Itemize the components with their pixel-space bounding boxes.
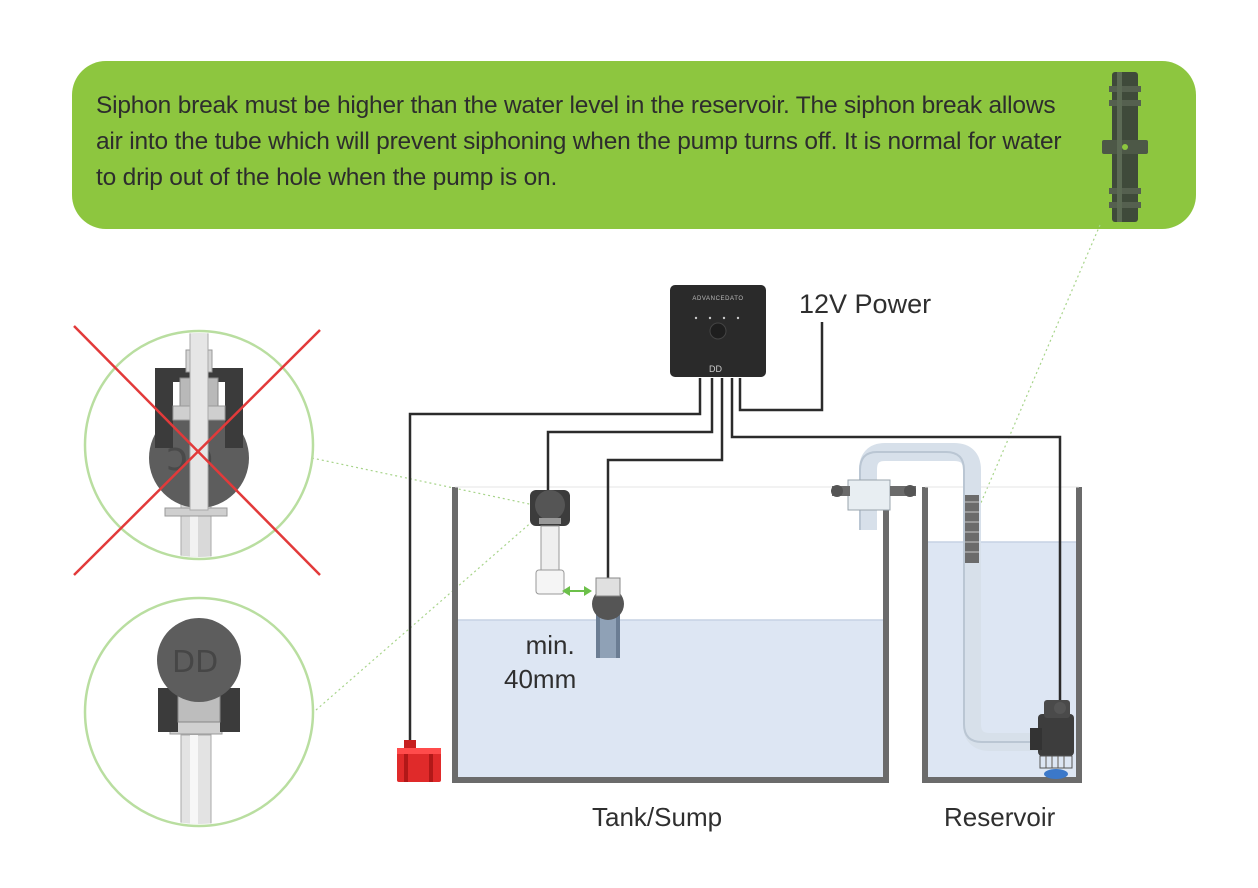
ato-controller: ADVANCEDATO DD (670, 285, 766, 377)
controller-logo: DD (709, 364, 722, 374)
siphon-break-connector-icon (1102, 72, 1148, 222)
cables (408, 322, 1062, 742)
tank-sump (452, 487, 889, 783)
cross-mark-icon (73, 325, 321, 576)
upper-float-sensor (530, 490, 570, 595)
pump (1030, 700, 1074, 779)
min-distance-label: min. 40mm (504, 628, 576, 696)
correct-mount-detail: DD (83, 596, 315, 828)
return-tube (859, 443, 1040, 751)
controller-brand: ADVANCEDATO (692, 296, 743, 302)
guide-lines (311, 224, 1101, 711)
leak-sensor (397, 740, 441, 786)
min-distance-line1: min. (525, 630, 575, 660)
tube-clamp (831, 479, 916, 511)
min-distance-arrow (562, 586, 592, 596)
svg-text:DD: DD (172, 645, 218, 680)
tank-sump-label: Tank/Sump (592, 802, 723, 832)
info-banner (72, 61, 1196, 229)
min-distance-line2: 40mm (504, 664, 577, 694)
optical-sensor (592, 577, 624, 658)
reservoir-label: Reservoir (944, 802, 1056, 832)
info-banner-text: Siphon break must be higher than the wat… (96, 92, 1062, 191)
wrong-mount-detail: ɔɒ (73, 325, 321, 576)
power-label: 12V Power (799, 289, 932, 319)
